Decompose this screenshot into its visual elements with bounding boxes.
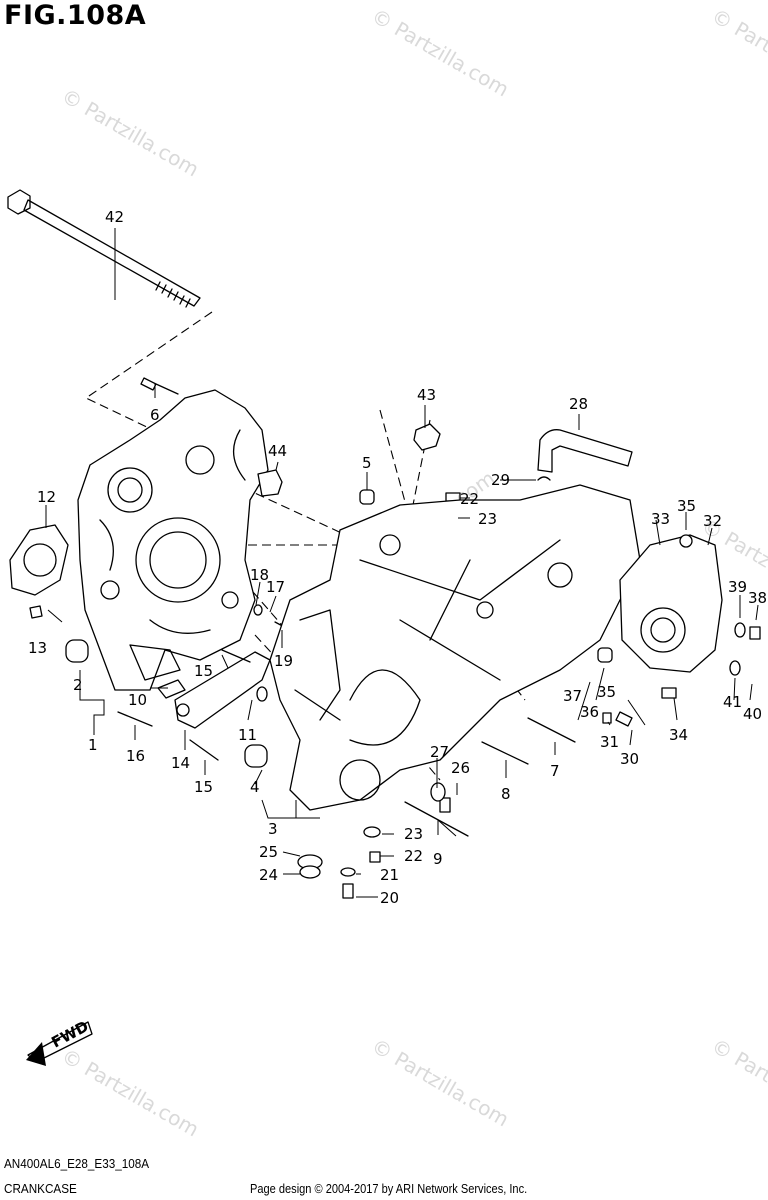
callout-37: 37 bbox=[563, 687, 582, 705]
callout-24: 24 bbox=[259, 866, 278, 884]
figure-name: CRANKCASE bbox=[4, 1181, 77, 1196]
callout-23b: 23 bbox=[404, 825, 423, 843]
callout-40: 40 bbox=[743, 705, 762, 723]
callout-26: 26 bbox=[451, 759, 470, 777]
callout-15a: 15 bbox=[194, 662, 213, 680]
callout-5: 5 bbox=[362, 454, 372, 472]
callout-20: 20 bbox=[380, 889, 399, 907]
oil-strainer-part bbox=[157, 679, 186, 699]
long-bolt-part bbox=[7, 189, 201, 308]
washers-and-seals bbox=[253, 512, 746, 879]
sensor-part bbox=[257, 469, 283, 497]
callout-27: 27 bbox=[430, 743, 449, 761]
callout-7: 7 bbox=[550, 762, 560, 780]
callout-1: 1 bbox=[88, 736, 98, 754]
left-crankcase-part bbox=[77, 389, 269, 691]
callout-43: 43 bbox=[417, 386, 436, 404]
breather-hose-part bbox=[537, 429, 633, 473]
watermark: © Partzilla.com bbox=[368, 4, 514, 102]
callout-6: 6 bbox=[150, 406, 160, 424]
cover-plate-part bbox=[9, 524, 69, 596]
callout-17: 17 bbox=[266, 578, 285, 596]
hose-clip-part bbox=[537, 476, 551, 481]
callout-22a: 22 bbox=[460, 490, 479, 508]
callout-12: 12 bbox=[37, 488, 56, 506]
callout-39: 39 bbox=[728, 578, 747, 596]
page-credit: Page design © 2004-2017 by ARI Network S… bbox=[250, 1181, 528, 1196]
callout-10: 10 bbox=[128, 691, 147, 709]
callout-16: 16 bbox=[126, 747, 145, 765]
callout-28: 28 bbox=[569, 395, 588, 413]
figure-title: FIG.108A bbox=[4, 0, 147, 31]
callout-35b: 35 bbox=[597, 683, 616, 701]
figure-code: AN400AL6_E28_E33_108A bbox=[4, 1156, 150, 1171]
callout-15b: 15 bbox=[194, 778, 213, 796]
callout-3: 3 bbox=[268, 820, 278, 838]
callout-18: 18 bbox=[250, 566, 269, 584]
callout-19: 19 bbox=[274, 652, 293, 670]
callout-36: 36 bbox=[580, 703, 599, 721]
callout-22b: 22 bbox=[404, 847, 423, 865]
watermark: © Partzilla.com bbox=[58, 84, 204, 182]
callout-42: 42 bbox=[105, 208, 124, 226]
callout-21: 21 bbox=[380, 866, 399, 884]
callout-14: 14 bbox=[171, 754, 190, 772]
callout-35a: 35 bbox=[677, 497, 696, 515]
callout-11: 11 bbox=[238, 726, 257, 744]
callout-34: 34 bbox=[669, 726, 688, 744]
callout-32: 32 bbox=[703, 512, 722, 530]
watermark: © Partzilla.com bbox=[368, 1034, 514, 1132]
watermark: © Partzilla.com bbox=[708, 4, 768, 102]
callout-leader-lines bbox=[45, 228, 759, 898]
callout-33: 33 bbox=[651, 510, 670, 528]
callout-38: 38 bbox=[748, 589, 767, 607]
callout-8: 8 bbox=[501, 785, 511, 803]
callout-labels: 1 2 3 4 5 6 7 8 9 10 11 12 13 14 15 15 1… bbox=[28, 208, 767, 907]
callout-4: 4 bbox=[250, 778, 260, 796]
callout-29: 29 bbox=[491, 471, 510, 489]
nut-part bbox=[413, 423, 441, 451]
callout-44: 44 bbox=[268, 442, 287, 460]
callout-25: 25 bbox=[259, 843, 278, 861]
callout-2: 2 bbox=[73, 676, 83, 694]
callout-23a: 23 bbox=[478, 510, 497, 528]
callout-30: 30 bbox=[620, 750, 639, 768]
side-cover-part bbox=[619, 534, 723, 673]
watermark: © Partzilla.com bbox=[58, 1044, 204, 1142]
callout-13: 13 bbox=[28, 639, 47, 657]
callout-41: 41 bbox=[723, 693, 742, 711]
callout-9: 9 bbox=[433, 850, 443, 868]
callout-31: 31 bbox=[600, 733, 619, 751]
chain-guide-part bbox=[174, 651, 271, 729]
watermark: © Partzilla.com bbox=[708, 1034, 768, 1132]
dowel-pins bbox=[65, 489, 613, 768]
right-crankcase-part bbox=[269, 484, 641, 811]
